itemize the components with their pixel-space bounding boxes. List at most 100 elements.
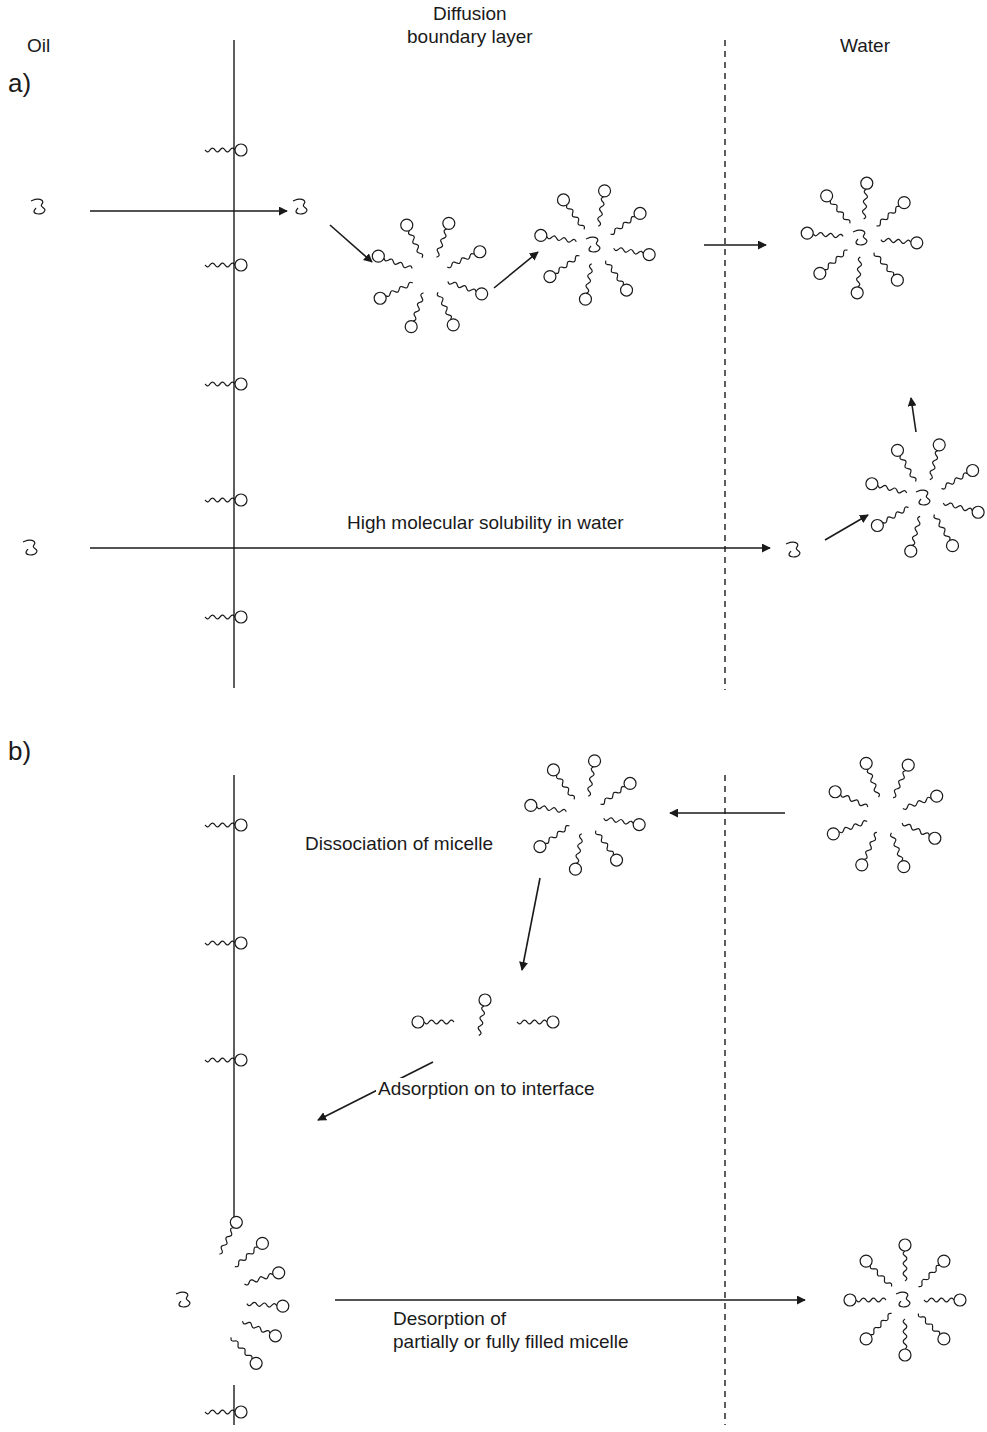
panel-label: a) [6,68,33,99]
process-label: Dissociation of micelle [303,833,495,856]
surfactant-head [931,790,943,802]
surfactant-head [860,1333,872,1345]
surfactant-tail [864,832,877,859]
surfactant-tail [555,256,580,274]
surfactant-head [938,1333,950,1345]
surfactant-tail [893,771,906,798]
surfactant-tail [883,507,909,523]
surfactant-tail [436,229,446,257]
boundary-dashed-line [724,775,725,1425]
surfactant-tail [903,797,931,809]
surfactant-head [235,259,247,271]
arrow [522,878,540,970]
surfactant-tail [601,787,626,805]
surfactant-tail [912,516,920,545]
surfactant-tail [447,254,474,268]
surfactant-head [871,520,883,532]
surfactant-head [447,319,459,331]
surfactant-head [235,494,247,506]
surfactant-head [905,545,917,557]
surfactant-tail [813,233,843,238]
surfactant-head [374,292,386,304]
surfactant-head [611,854,623,866]
surfactant-head [814,267,826,279]
surfactant-tail [870,1265,891,1286]
surfactant-head [891,274,903,286]
surfactant-head [902,759,914,771]
arrow [670,812,785,814]
surfactant-head [898,861,910,873]
surfactant-tail [244,1274,273,1285]
surfactant-head [235,144,247,156]
surfactant-tail [567,205,585,230]
surfactant-head [860,757,872,769]
surfactant-tail [941,473,967,489]
surfactant-head [954,1294,966,1306]
surfactant-head [235,819,247,831]
phase-label: Water [838,35,892,58]
surfactant-head [256,1237,268,1249]
surfactant-head [844,1294,856,1306]
surfactant-head [898,197,910,209]
oil-molecule [786,542,800,557]
surfactant-head [861,177,873,189]
surfactant-head [273,1267,285,1279]
surfactant-tail [205,1058,235,1062]
surfactant-tail [424,1020,454,1024]
process-label: Adsorption on to interface [376,1078,597,1101]
surfactant-head [569,863,581,875]
surfactant-tail [205,263,235,267]
surfactant-tail [596,831,614,856]
surfactant-head [579,293,591,305]
arrow [335,1299,805,1301]
surfactant-tail [205,148,235,152]
surfactant-head [599,185,611,197]
surfactant-tail [409,231,423,258]
arrow [911,398,916,432]
surfactant-tail [604,818,634,824]
surfactant-head [405,321,417,333]
surfactant-tail [205,1410,235,1414]
oil-molecule [586,237,600,252]
oil-molecule [853,230,867,245]
surfactant-head [866,478,878,490]
surfactant-tail [537,806,567,812]
surfactant-tail [902,823,929,836]
surfactant-head [860,1255,872,1267]
surfactant-tail [891,833,903,861]
surfactant-tail [611,217,636,235]
surfactant-tail [900,456,916,482]
surfactant-head [235,1406,247,1418]
arrow [825,515,868,540]
region-label: Diffusion boundary layer [405,3,535,49]
surfactant-tail [857,257,862,287]
surfactant-tail [903,1251,907,1281]
boundary-dashed-line [724,40,725,690]
panel-label: b) [6,736,33,767]
surfactant-tail [231,1337,252,1359]
arrow [494,252,538,288]
surfactant-tail [934,514,950,540]
surfactant-head [547,764,559,776]
surfactant-head [643,249,655,261]
surfactant-tail [903,1319,907,1349]
arrow [330,225,372,262]
surfactant-tail [205,498,235,502]
surfactant-tail [586,264,592,294]
surfactant-tail [870,1313,891,1334]
surfactant-tail [384,258,412,268]
surfactant-tail [413,293,423,321]
surfactant-head [235,1054,247,1066]
surfactant-tail [918,1265,939,1286]
oil-molecule [293,199,307,214]
process-label: Desorption of partially or fully filled … [391,1308,630,1354]
surfactant-tail [243,1321,270,1333]
phase-label: Oil [25,35,52,58]
surfactant-head [544,271,556,283]
surfactant-head [621,284,633,296]
surfactant-head [933,439,945,451]
surfactant-tail [918,1313,939,1334]
surfactant-tail [448,281,476,291]
surfactant-tail [841,794,868,807]
surfactant-tail [877,206,900,226]
